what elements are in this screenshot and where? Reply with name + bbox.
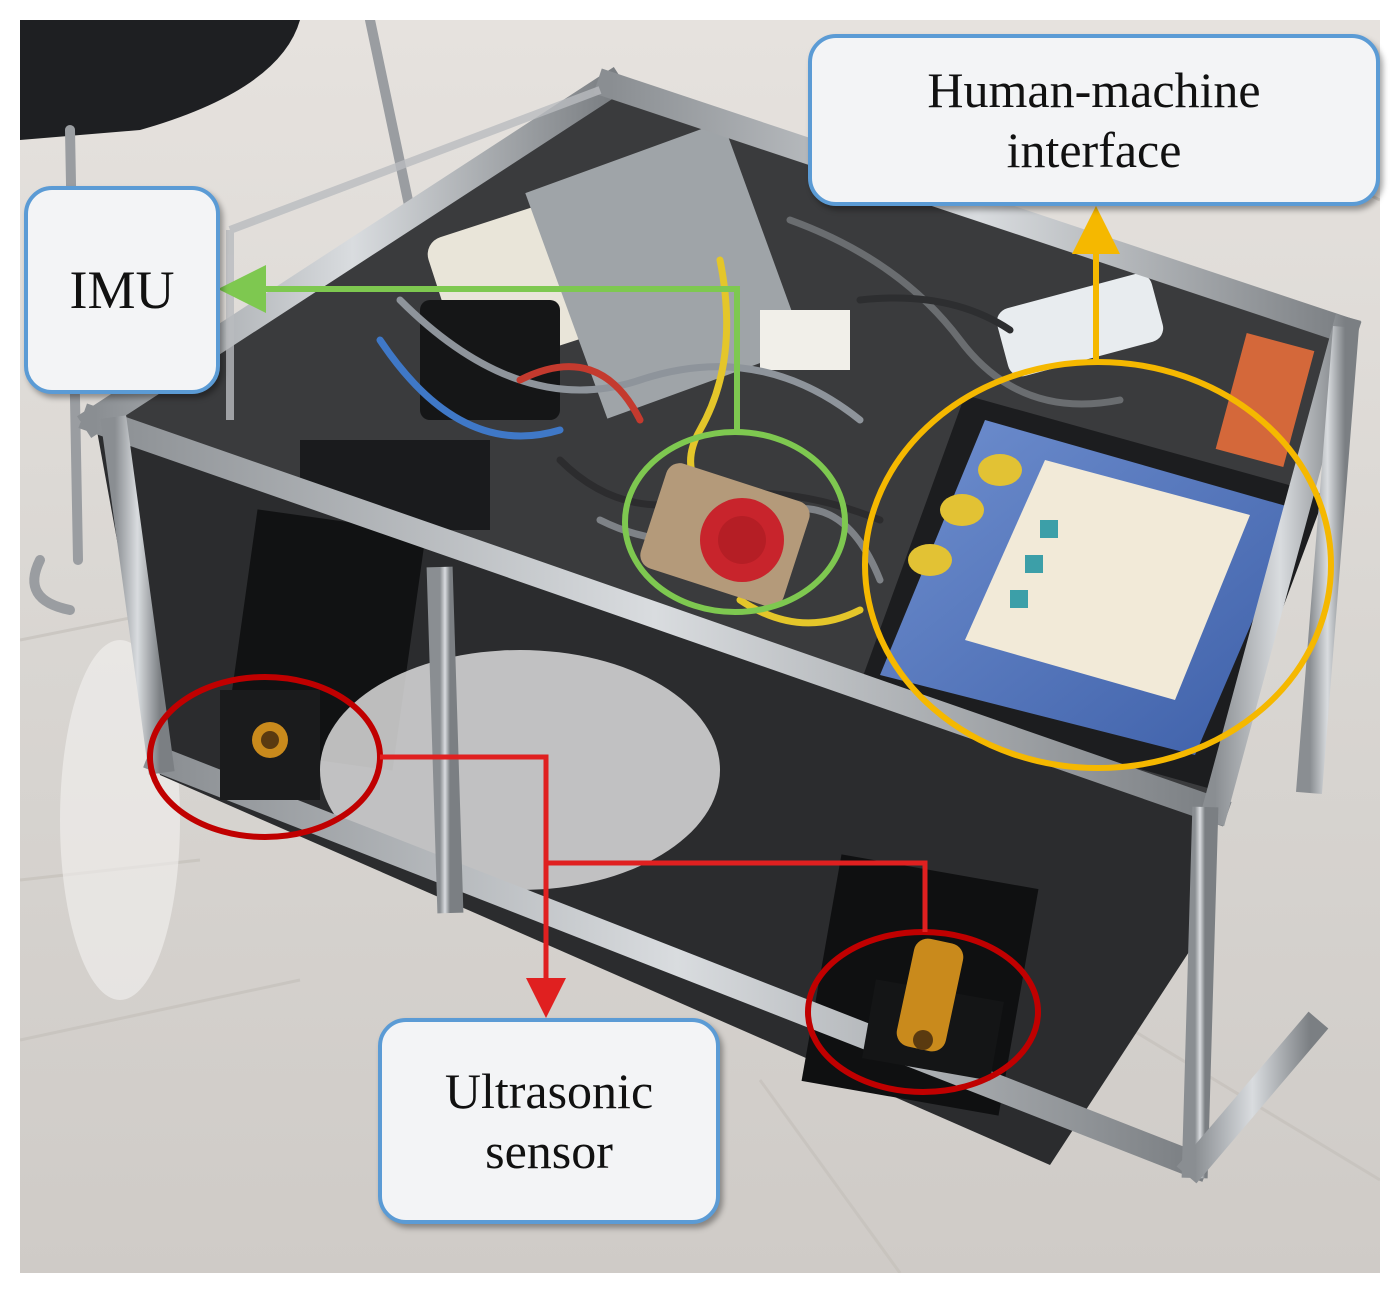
ultrasonic-label-line1: Ultrasonic: [444, 1063, 654, 1119]
hmi-label-line1: Human-machine: [927, 62, 1261, 118]
ultrasonic-callout: Ultrasonic sensor: [378, 1018, 720, 1224]
hmi-callout: Human-machine interface: [808, 34, 1380, 206]
hmi-label-line2: interface: [1006, 122, 1182, 178]
imu-callout: IMU: [24, 186, 220, 394]
imu-label: IMU: [69, 259, 175, 320]
ultrasonic-label-line2: sensor: [485, 1123, 613, 1179]
